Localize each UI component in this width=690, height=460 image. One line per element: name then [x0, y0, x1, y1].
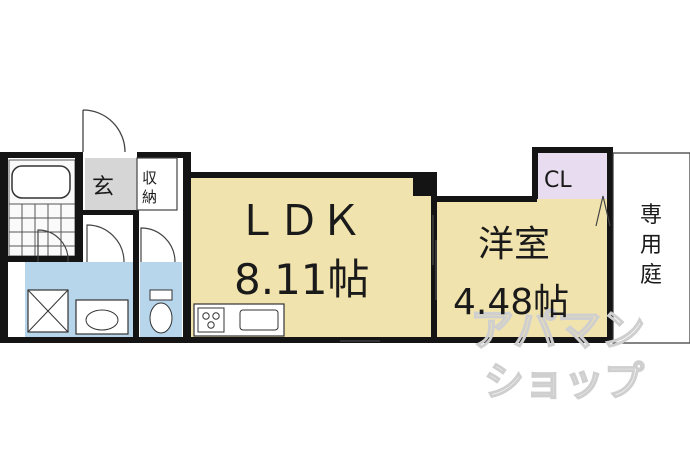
private-garden-area — [612, 152, 690, 344]
western-room-floor — [437, 196, 609, 338]
washer-pan — [27, 289, 69, 333]
garden-label-1: 専 — [640, 203, 662, 228]
watermark-line2: ショップ — [484, 359, 644, 405]
storage-label-2: 納 — [142, 188, 157, 206]
bathtub — [11, 165, 71, 199]
ldk-label: ＬＤＫ — [236, 196, 362, 245]
entrance-label: 玄 — [92, 175, 114, 200]
toilet — [149, 289, 173, 334]
storage-label-1: 収 — [142, 169, 157, 187]
entrance-floor — [85, 158, 137, 210]
kitchen-counter — [193, 303, 285, 337]
western-room-label: 洋室 — [478, 224, 550, 265]
storage-box — [136, 157, 178, 211]
closet-label: CL — [544, 168, 572, 193]
sliding-doors — [340, 215, 437, 342]
walls — [0, 147, 613, 343]
western-room-size: 4.48帖 — [453, 282, 569, 323]
garden-label-2: 用 — [640, 233, 662, 258]
ldk-size: 8.11帖 — [234, 255, 370, 304]
garden-label-3: 庭 — [640, 263, 662, 288]
watermark-line1: アパマン — [470, 305, 645, 356]
closet-floor — [537, 153, 607, 199]
entrance-door-swing — [82, 109, 126, 153]
interior-doors — [37, 195, 611, 263]
wash-basin — [75, 299, 129, 335]
